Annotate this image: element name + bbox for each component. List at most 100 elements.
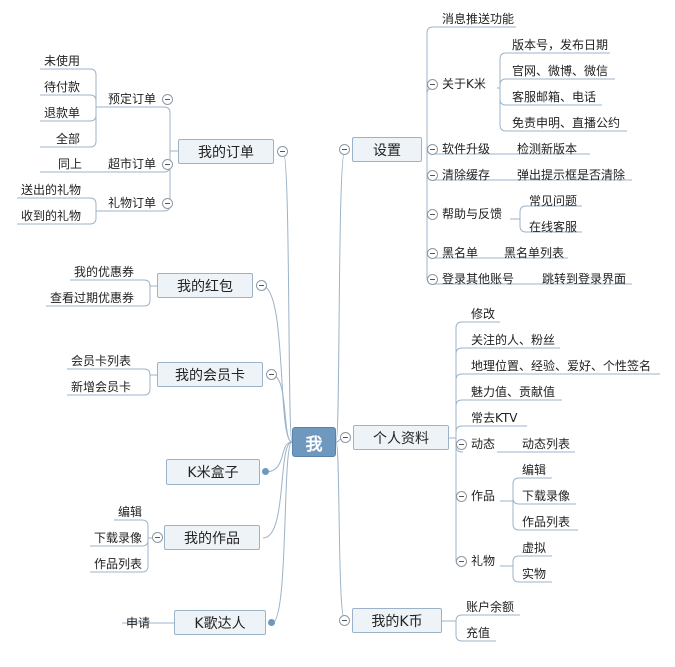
collapse-toggle-icon[interactable] (277, 146, 288, 157)
collapse-toggle-icon[interactable] (427, 209, 438, 220)
membercard-connector (67, 374, 157, 396)
kcoin-connector (442, 614, 520, 622)
collapse-toggle-icon[interactable] (427, 170, 438, 181)
leaf-follow-fans[interactable]: 关注的人、粉丝 (471, 333, 556, 347)
profile-node[interactable]: 个人资料 (353, 425, 449, 450)
root-to-kbox (264, 441, 293, 473)
collapse-toggle-icon[interactable] (266, 369, 277, 380)
collapse-toggle-icon[interactable] (456, 556, 467, 567)
collapse-toggle-icon[interactable] (340, 432, 351, 443)
leaf-profile-works-list[interactable]: 作品列表 (522, 515, 571, 529)
reserve-orders-label[interactable]: 预定订单 (108, 92, 157, 106)
leaf-membercard-list[interactable]: 会员卡列表 (71, 354, 132, 368)
collapse-toggle-icon[interactable] (339, 144, 350, 155)
leaf-virtual-gift[interactable]: 虚拟 (522, 541, 547, 555)
collapse-toggle-icon[interactable] (427, 248, 438, 259)
leaf-all[interactable]: 全部 (56, 132, 81, 146)
leaf-account-balance[interactable]: 账户余额 (466, 600, 515, 614)
my-redpack-node[interactable]: 我的红包 (157, 273, 253, 298)
leaf-check-version[interactable]: 检测新版本 (517, 142, 578, 156)
orders-connector (104, 106, 178, 152)
leaf-add-membercard[interactable]: 新增会员卡 (71, 380, 132, 394)
leaf-physical-gift[interactable]: 实物 (522, 567, 547, 581)
leaf-disclaimer[interactable]: 免责申明、直播公约 (512, 116, 621, 130)
collapse-toggle-icon[interactable] (427, 274, 438, 285)
root-to-orders (282, 150, 293, 443)
settings-connector (426, 26, 516, 151)
my-membercard-node[interactable]: 我的会员卡 (157, 362, 263, 387)
leaf-refund[interactable]: 退款单 (44, 106, 81, 120)
leaf-works-download[interactable]: 下载录像 (94, 531, 143, 545)
leaf-profile-works-edit[interactable]: 编辑 (522, 463, 547, 477)
help-feedback-label[interactable]: 帮助与反馈 (442, 207, 503, 221)
leaf-faq[interactable]: 常见问题 (529, 194, 578, 208)
root-node[interactable]: 我 (292, 427, 336, 457)
redpack-connector (70, 279, 157, 287)
collapse-toggle-icon[interactable] (427, 144, 438, 155)
my-kcoin-node[interactable]: 我的K币 (352, 608, 442, 633)
switch-account-label[interactable]: 登录其他账号 (442, 272, 515, 286)
leaf-official-sites[interactable]: 官网、微博、微信 (512, 64, 609, 78)
leaf-version-date[interactable]: 版本号，发布日期 (512, 38, 609, 52)
leaf-my-coupons[interactable]: 我的优惠券 (74, 265, 135, 279)
about-kmi-label[interactable]: 关于K米 (442, 77, 486, 91)
collapse-toggle-icon[interactable] (162, 94, 173, 105)
collapse-toggle-icon[interactable] (427, 79, 438, 90)
profile-works-label[interactable]: 作品 (471, 489, 496, 503)
gift-connector (500, 555, 552, 567)
root-to-redpack (261, 285, 293, 443)
leaf-profile-works-download[interactable]: 下载录像 (522, 489, 571, 503)
leaf-profile-info[interactable]: 地理位置、经验、爱好、个性签名 (471, 359, 652, 373)
profile-connector (449, 347, 560, 439)
leaf-service-contact[interactable]: 客服邮箱、电话 (512, 90, 597, 104)
leaf-charm-contribution[interactable]: 魅力值、贡献值 (471, 385, 556, 399)
collapse-toggle-icon[interactable] (162, 198, 173, 209)
leaf-goto-login[interactable]: 跳转到登录界面 (542, 272, 627, 286)
leaf-clear-prompt[interactable]: 弹出提示框是否清除 (517, 168, 626, 182)
leaf-gifts-sent[interactable]: 送出的礼物 (21, 183, 82, 197)
profile-works-connector (500, 477, 552, 502)
collapse-toggle-icon[interactable] (256, 280, 267, 291)
leaf-expired-coupons[interactable]: 查看过期优惠券 (50, 291, 135, 305)
gift-label[interactable]: 礼物 (471, 554, 496, 568)
gift-orders-connector (17, 210, 104, 225)
reserve-connector (40, 106, 104, 148)
membercard-connector (67, 368, 157, 376)
leaf-blacklist-list[interactable]: 黑名单列表 (504, 246, 565, 260)
works-connector (114, 519, 152, 539)
root-to-singer (271, 441, 293, 624)
leaf-same-as-above[interactable]: 同上 (58, 157, 83, 171)
blacklist-label[interactable]: 黑名单 (442, 246, 479, 260)
leaf-recharge[interactable]: 充值 (466, 626, 491, 640)
node-marker-icon (268, 619, 275, 626)
gift-orders-label[interactable]: 礼物订单 (108, 196, 157, 210)
leaf-pending-payment[interactable]: 待付款 (44, 80, 81, 94)
reserve-connector (40, 68, 104, 108)
collapse-toggle-icon[interactable] (456, 491, 467, 502)
market-orders-label[interactable]: 超市订单 (108, 157, 157, 171)
collapse-toggle-icon[interactable] (456, 439, 467, 450)
leaf-online-service[interactable]: 在线客服 (529, 220, 578, 234)
leaf-unused[interactable]: 未使用 (44, 54, 81, 68)
my-orders-node[interactable]: 我的订单 (178, 139, 274, 164)
dynamic-label[interactable]: 动态 (471, 437, 496, 451)
leaf-push-notifications[interactable]: 消息推送功能 (442, 12, 515, 26)
leaf-gifts-received[interactable]: 收到的礼物 (21, 209, 82, 223)
collapse-toggle-icon[interactable] (162, 159, 173, 170)
about-connector (497, 52, 610, 89)
collapse-toggle-icon[interactable] (152, 532, 163, 543)
kmi-box-node[interactable]: K米盒子 (166, 459, 260, 485)
profile-connector (449, 373, 660, 439)
collapse-toggle-icon[interactable] (339, 615, 350, 626)
k-singer-node[interactable]: K歌达人 (174, 610, 266, 635)
leaf-apply[interactable]: 申请 (126, 616, 151, 630)
leaf-works-edit[interactable]: 编辑 (118, 505, 143, 519)
settings-node[interactable]: 设置 (352, 137, 422, 162)
leaf-frequent-ktv[interactable]: 常去KTV (471, 411, 518, 425)
leaf-works-list[interactable]: 作品列表 (94, 557, 143, 571)
software-upgrade-label[interactable]: 软件升级 (442, 142, 491, 156)
leaf-profile-edit[interactable]: 修改 (471, 307, 496, 321)
my-works-node[interactable]: 我的作品 (164, 525, 260, 550)
clear-cache-label[interactable]: 清除缓存 (442, 168, 491, 182)
leaf-dynamic-list[interactable]: 动态列表 (522, 437, 571, 451)
